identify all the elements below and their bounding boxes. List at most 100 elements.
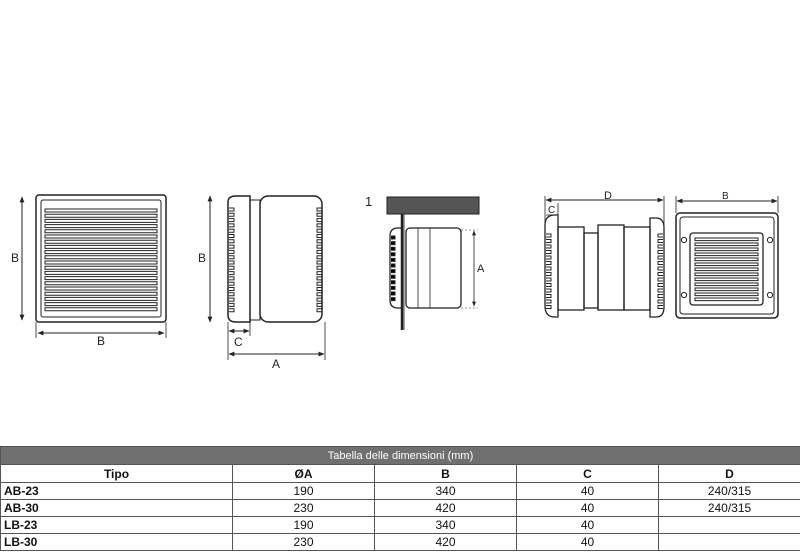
rib <box>316 218 322 223</box>
rib <box>657 283 663 287</box>
rib <box>546 233 552 238</box>
rib <box>546 272 552 276</box>
rib <box>657 255 663 260</box>
rib <box>229 239 235 244</box>
rib <box>657 288 663 293</box>
cell-c: 40 <box>516 499 659 517</box>
rib <box>316 255 322 260</box>
rib <box>316 207 322 212</box>
louvre-slat <box>694 262 759 267</box>
louvre-slat <box>44 250 158 255</box>
rib <box>391 257 396 262</box>
louvre-slat <box>694 297 759 302</box>
rib <box>391 285 396 290</box>
side-height-label: B <box>198 251 206 265</box>
wall-step-number: 1 <box>365 194 372 209</box>
rib <box>316 297 322 302</box>
louvre-slat <box>694 287 759 292</box>
header-diameter-a: ØA <box>232 464 375 483</box>
rib <box>546 299 552 304</box>
back-width-label: B <box>722 191 729 202</box>
louvre-slat <box>694 272 759 277</box>
rib <box>229 292 235 297</box>
rib <box>657 272 663 276</box>
cell-a: 230 <box>232 533 375 551</box>
cell-c: 40 <box>516 533 659 551</box>
cell-d <box>657 516 800 534</box>
louvre-slat <box>44 260 158 265</box>
rib <box>546 239 552 243</box>
cell-b: 420 <box>374 499 517 517</box>
cell-d <box>657 533 800 551</box>
front-height-label: B <box>11 251 19 265</box>
rib <box>316 244 322 249</box>
top-view <box>544 196 665 318</box>
louvre-slat <box>694 277 759 282</box>
louvre-slat <box>44 255 158 260</box>
header-c: C <box>516 464 659 483</box>
cell-a: 190 <box>232 516 375 534</box>
rib <box>229 276 235 281</box>
louvre-slat <box>44 234 158 239</box>
rib <box>229 218 235 223</box>
cell-d: 240/315 <box>657 482 800 500</box>
rib <box>657 294 663 298</box>
louvre-slat <box>44 270 158 275</box>
rib <box>391 291 396 296</box>
rib <box>229 223 235 228</box>
rib <box>546 277 552 282</box>
rib <box>391 252 396 257</box>
louvre-slat <box>44 291 158 296</box>
cell-tipo: AB-30 <box>0 499 233 517</box>
louvre-slat <box>44 239 158 244</box>
wall-mount-view <box>386 196 480 330</box>
header-d: D <box>657 464 800 483</box>
rib <box>546 244 552 249</box>
rib <box>316 281 322 286</box>
dimensions-table: Tabella delle dimensioni (mm) Tipo ØA B … <box>0 446 800 551</box>
cell-b: 340 <box>374 516 517 534</box>
table-row: LB-30 230 420 40 <box>0 533 800 551</box>
rib <box>316 271 322 276</box>
rib <box>391 269 396 274</box>
rib <box>316 249 322 254</box>
louvre-slat <box>44 265 158 270</box>
rib <box>316 228 322 233</box>
louvre-slat <box>694 247 759 252</box>
table-caption: Tabella delle dimensioni (mm) <box>0 446 800 465</box>
table-row: AB-23 190 340 40 240/315 <box>0 482 800 500</box>
rib <box>229 265 235 270</box>
rib <box>657 277 663 282</box>
louvre-slat <box>694 292 759 297</box>
rib <box>229 234 235 238</box>
wall-height-label: A <box>477 263 485 275</box>
louvre-slat <box>44 244 158 249</box>
rib <box>546 288 552 293</box>
cell-tipo: LB-23 <box>0 516 233 534</box>
rib <box>316 234 322 238</box>
rib <box>546 266 552 271</box>
rib <box>546 250 552 254</box>
rib <box>229 244 235 249</box>
cell-a: 190 <box>232 482 375 500</box>
louvre-slat <box>44 213 158 218</box>
louvre-slat <box>44 276 158 281</box>
rib <box>391 246 396 251</box>
cell-c: 40 <box>516 482 659 500</box>
rib <box>657 244 663 249</box>
header-tipo: Tipo <box>0 464 233 483</box>
back-view <box>675 196 779 319</box>
rib <box>316 260 322 265</box>
rib <box>657 233 663 238</box>
louvre-slat <box>44 281 158 286</box>
rib <box>229 228 235 233</box>
rib <box>316 292 322 297</box>
rib <box>229 271 235 276</box>
rib <box>316 287 322 291</box>
cell-tipo: AB-23 <box>0 482 233 500</box>
louvre-slat <box>694 252 759 257</box>
rib <box>657 239 663 243</box>
cell-c: 40 <box>516 516 659 534</box>
louvre-slat <box>44 302 158 307</box>
side-view <box>207 195 326 360</box>
